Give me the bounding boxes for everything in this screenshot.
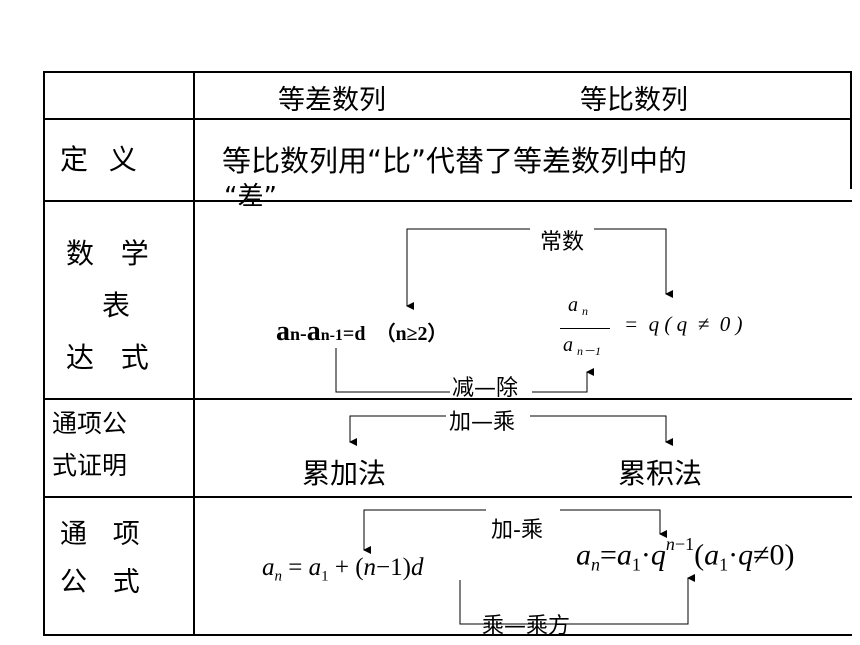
general-bottom-bracket bbox=[459, 574, 695, 625]
arith-sub-n-1: n-1 bbox=[320, 327, 343, 344]
general-bottom-label: 乘—乘方 bbox=[482, 614, 571, 639]
row-divider-3 bbox=[43, 398, 852, 400]
table-border-top bbox=[43, 71, 852, 73]
arith-eq-d: =d bbox=[342, 323, 366, 345]
arith-general-formula: an = a1 + (n−1)d bbox=[262, 554, 424, 585]
geo-den-a: a bbox=[563, 334, 573, 356]
proof-bracket-right bbox=[530, 415, 673, 446]
constant-label: 常数 bbox=[536, 224, 589, 256]
expression-bottom-label: 减—除 bbox=[452, 376, 519, 401]
proof-right-method: 累积法 bbox=[618, 457, 703, 490]
general-label-line2: 公 式 bbox=[60, 567, 140, 598]
general-top-bracket-right bbox=[560, 509, 667, 538]
proof-label-line2: 式证明 bbox=[52, 451, 128, 480]
row-divider-4 bbox=[43, 496, 852, 498]
constant-bracket-left bbox=[406, 228, 530, 310]
table-border-bottom bbox=[43, 634, 852, 636]
sub-div-bracket-right bbox=[532, 368, 594, 393]
header-geometric: 等比数列 bbox=[580, 85, 688, 116]
table-border-left bbox=[43, 71, 45, 636]
geo-fraction-bar bbox=[560, 328, 610, 329]
definition-text-line1: 等比数列用“比”代替了等差数列中的 bbox=[222, 144, 688, 178]
sub-div-bracket-left bbox=[335, 348, 450, 393]
geo-num-sub: n bbox=[582, 304, 588, 319]
proof-bracket-left bbox=[349, 415, 446, 446]
geo-den-sub: n－1 bbox=[577, 344, 602, 359]
geo-ratio-rhs: = q ( q ≠ 0 ) bbox=[624, 312, 743, 336]
header-arithmetic: 等差数列 bbox=[278, 85, 386, 116]
general-label-line1: 通 项 bbox=[60, 519, 140, 550]
general-top-label: 加-乘 bbox=[488, 512, 546, 544]
proof-left-method: 累加法 bbox=[302, 457, 387, 490]
constant-bracket-right bbox=[594, 228, 673, 298]
arith-condition: （n≥2） bbox=[375, 323, 448, 345]
expression-label-line3: 达 式 bbox=[66, 341, 149, 374]
expression-label-line1: 数 学 bbox=[66, 237, 149, 270]
table-border-right-top bbox=[850, 71, 852, 189]
definition-text-line2: “差” bbox=[224, 182, 277, 212]
arith-minus: - bbox=[300, 323, 307, 345]
geo-general-formula: an=a1·qn−1(a1·q≠0) bbox=[576, 534, 795, 575]
column-divider bbox=[193, 71, 195, 636]
arith-term-a2: a bbox=[306, 316, 321, 347]
arith-sub-n: n bbox=[290, 324, 301, 344]
row-divider-1 bbox=[43, 118, 852, 120]
proof-top-label: 加—乘 bbox=[446, 404, 519, 436]
geo-num-a: a bbox=[568, 294, 578, 316]
arith-difference-formula: an-an-1=d（n≥2） bbox=[276, 316, 448, 348]
definition-label: 定 义 bbox=[60, 143, 143, 176]
arith-term-a: a bbox=[276, 316, 290, 347]
general-top-bracket-left bbox=[363, 509, 486, 554]
row-divider-2 bbox=[43, 200, 852, 202]
geo-denominator: a n－1 bbox=[563, 334, 601, 359]
proof-label-line1: 通项公 bbox=[52, 409, 128, 438]
expression-label-line2: 表 bbox=[102, 289, 131, 322]
